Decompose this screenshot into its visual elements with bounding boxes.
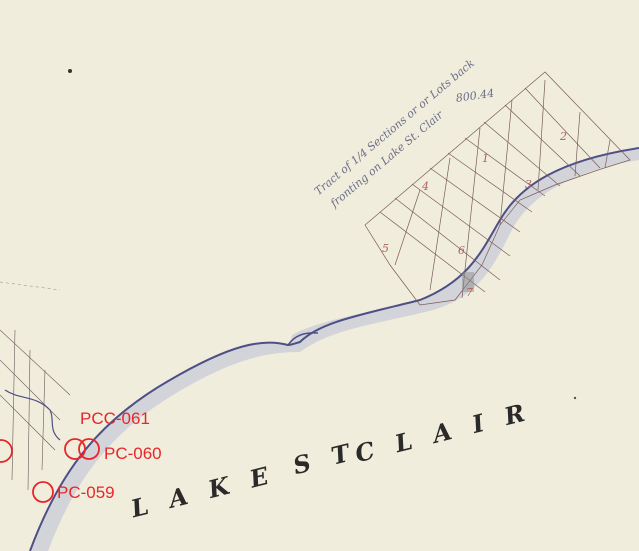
survey-line bbox=[0, 281, 61, 291]
lot-label-6: 6 bbox=[458, 244, 465, 257]
lot-label-3: 3 bbox=[525, 178, 532, 191]
shore-shading bbox=[30, 148, 639, 551]
lot-label-7: 7 bbox=[466, 286, 473, 299]
ink-dot-2 bbox=[573, 396, 577, 400]
marker-circle-pc-059[interactable] bbox=[32, 481, 54, 503]
lot-label-2: 2 bbox=[560, 130, 567, 143]
settlement-lots bbox=[0, 329, 71, 491]
marker-circle-edge[interactable] bbox=[0, 439, 13, 463]
hill-mark bbox=[462, 272, 474, 292]
ink-dot bbox=[68, 69, 72, 73]
lot-label-1: 1 bbox=[482, 152, 489, 165]
marker-label-pc-060[interactable]: PC-060 bbox=[104, 444, 162, 463]
lot-label-5: 5 bbox=[382, 242, 389, 255]
marker-label-pc-059[interactable]: PC-059 bbox=[57, 483, 115, 502]
marker-circle-pcc-061[interactable] bbox=[64, 438, 86, 460]
shoreline bbox=[29, 147, 639, 551]
marker-circle-pc-060[interactable] bbox=[78, 438, 100, 460]
marker-label-pcc-061[interactable]: PCC-061 bbox=[80, 409, 150, 428]
lot-label-4: 4 bbox=[422, 180, 429, 193]
creek-mouth bbox=[287, 332, 319, 346]
